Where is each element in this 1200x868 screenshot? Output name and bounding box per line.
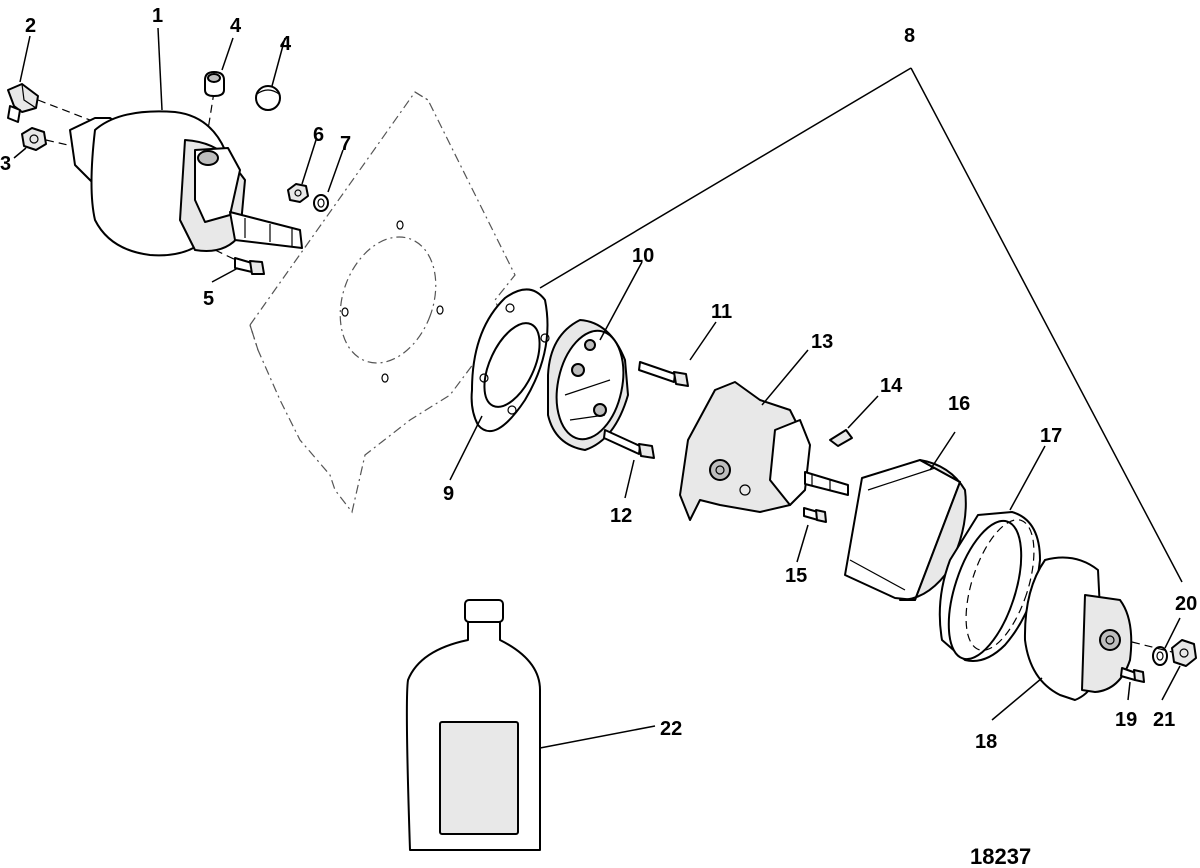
callout-22: 22 bbox=[660, 718, 682, 740]
callout-18: 18 bbox=[975, 731, 997, 753]
pump-housing-13 bbox=[679, 381, 849, 521]
assembly-path-2 bbox=[37, 99, 96, 123]
fluid-bottle-22 bbox=[405, 599, 541, 851]
mounting-plate-outline bbox=[249, 91, 516, 514]
callout-4a: 4 bbox=[230, 15, 242, 37]
mounting-flange-10 bbox=[547, 319, 629, 451]
bolt-5 bbox=[234, 257, 265, 275]
assembly-path-nut bbox=[1131, 641, 1173, 653]
screw-19 bbox=[1120, 667, 1145, 683]
elbow-fitting bbox=[7, 83, 39, 123]
washer-7 bbox=[313, 194, 329, 212]
callout-9: 9 bbox=[443, 483, 454, 505]
callout-2: 2 bbox=[25, 15, 36, 37]
grommet-b bbox=[255, 85, 281, 111]
figure-number: 18237 bbox=[970, 844, 1031, 868]
callout-20: 20 bbox=[1175, 593, 1197, 615]
callout-11: 11 bbox=[711, 301, 732, 323]
callout-16: 16 bbox=[948, 393, 970, 415]
callout-10: 10 bbox=[632, 245, 654, 267]
assembly-path-3 bbox=[45, 139, 91, 151]
callout-6: 6 bbox=[313, 124, 324, 146]
callout-13: 13 bbox=[811, 331, 833, 353]
nut-21 bbox=[1171, 639, 1197, 667]
bolt-12 bbox=[603, 429, 655, 459]
callout-7: 7 bbox=[340, 133, 351, 155]
callout-21: 21 bbox=[1153, 709, 1175, 731]
woodruff-key-14 bbox=[829, 429, 853, 447]
nut-6 bbox=[287, 183, 309, 203]
callout-8: 8 bbox=[904, 25, 915, 47]
bolt-11 bbox=[638, 361, 689, 387]
helm-actuator bbox=[69, 110, 303, 257]
seal-ring-17 bbox=[938, 511, 1041, 662]
grommet-a bbox=[204, 71, 225, 97]
assembly-path-5 bbox=[214, 249, 241, 263]
leader-lines bbox=[13, 27, 1183, 749]
callout-14: 14 bbox=[880, 375, 903, 397]
callout-5: 5 bbox=[203, 288, 214, 310]
washer-20 bbox=[1152, 646, 1168, 666]
callout-12: 12 bbox=[610, 505, 632, 527]
callout-15: 15 bbox=[785, 565, 807, 587]
end-cap-18 bbox=[1023, 556, 1133, 701]
callout-3: 3 bbox=[0, 153, 11, 175]
screw-15 bbox=[803, 507, 827, 523]
callout-17: 17 bbox=[1040, 425, 1062, 447]
nut-fitting bbox=[21, 127, 47, 151]
callout-19: 19 bbox=[1115, 709, 1137, 731]
callout-labels: 1 2 3 4 4 5 6 7 8 9 10 11 12 13 14 15 16… bbox=[0, 5, 1197, 753]
gasket-9 bbox=[470, 288, 550, 433]
callout-4b: 4 bbox=[280, 33, 292, 55]
callout-1: 1 bbox=[152, 5, 163, 27]
